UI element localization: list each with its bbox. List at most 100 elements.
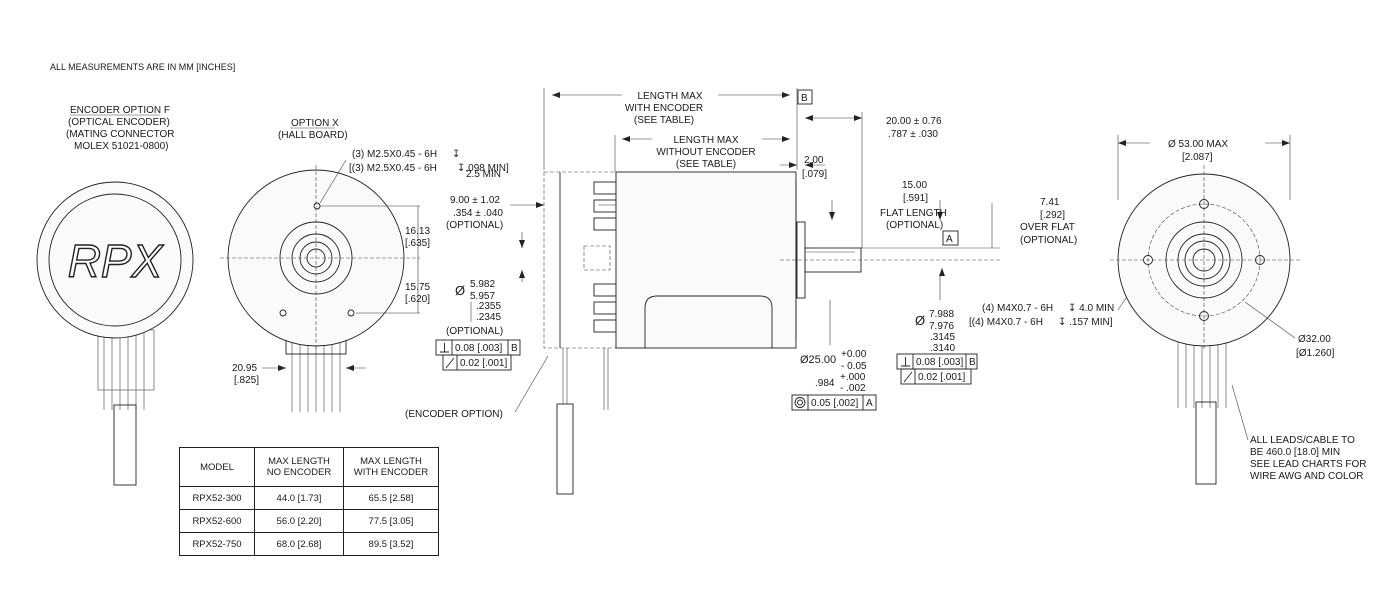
pilot-mm-1: 5.982 — [470, 279, 495, 290]
cell-no-encoder: 44.0 [1.73] — [254, 486, 344, 510]
bolt-circle-in: [Ø1.260] — [1296, 348, 1335, 359]
pilot-symbol: Ø — [455, 283, 465, 298]
flat-length-optional: (OPTIONAL) — [886, 220, 943, 231]
encoder-option-label: (ENCODER OPTION) — [405, 409, 503, 420]
dim-9-mm: 9.00 ± 1.02 — [450, 195, 500, 206]
length-noencoder-1: LENGTH MAX — [673, 135, 738, 146]
encoder-title: ENCODER OPTION F — [70, 105, 170, 116]
mount-thread-1: (4) M4X0.7 - 6H — [982, 303, 1053, 314]
shaft-runout-frame: 0.02 [.001] — [900, 368, 972, 385]
front-leads — [1177, 325, 1227, 485]
dim-20-in: .787 ± .030 — [888, 129, 938, 140]
over-flat-optional: (OPTIONAL) — [1020, 235, 1077, 246]
motor-body — [615, 171, 797, 349]
hall-thread-2: [(3) M2.5X0.45 - 6H — [349, 163, 437, 174]
hub-dia-in: .984 — [815, 378, 835, 389]
leads-note-4: WIRE AWG AND COLOR — [1250, 471, 1364, 482]
encoder-cable — [556, 403, 574, 495]
shaft-in-2: .3140 — [930, 343, 955, 354]
shaft-symbol: Ø — [915, 313, 925, 328]
hall-thread-1: (3) M2.5X0.45 - 6H — [352, 149, 437, 160]
datum-a-label: A — [946, 234, 953, 245]
rpx-logo: RPX — [68, 235, 165, 287]
shaft-mm-1: 7.988 — [929, 309, 954, 320]
length-encoder-3: (SEE TABLE) — [634, 115, 694, 126]
leads-note-3: SEE LEAD CHARTS FOR — [1250, 459, 1367, 470]
length-encoder-1: LENGTH MAX — [637, 91, 702, 102]
cell-model: RPX52-300 — [179, 486, 255, 510]
hub-concentricity-value: 0.05 [.002] — [811, 398, 858, 409]
hall-thread-2-symbol: ↧.098 MIN] — [457, 163, 509, 174]
datum-b-label: B — [801, 93, 808, 104]
front-cable — [1195, 401, 1217, 485]
encoder-line-2: (OPTICAL ENCODER) — [68, 117, 170, 128]
hall-dim-lead-in: [.825] — [234, 375, 259, 386]
shaft-perpendicularity-frame: 0.08 [.003] B — [896, 353, 978, 370]
encoder-leads — [97, 329, 155, 486]
mount-thread-2: [(4) M4X0.7 - 6H — [969, 317, 1043, 328]
cell-no-encoder: 56.0 [2.20] — [254, 509, 344, 533]
pilot-optional: (OPTIONAL) — [446, 326, 503, 337]
leads-note-1: ALL LEADS/CABLE TO — [1250, 435, 1355, 446]
front-view: Ø 53.00 MAX [2.087] Ø32.00 [Ø1.260] ALL — [1110, 135, 1367, 485]
pilot-runout-value: 0.02 [.001] — [460, 358, 507, 369]
pilot-in-1: .2355 — [476, 301, 501, 312]
front-dia-mm: Ø 53.00 MAX — [1168, 139, 1228, 150]
hall-thread-1-symbol: ↧ — [452, 149, 460, 160]
hall-dim-lead-mm: 20.95 — [232, 363, 257, 374]
measurement-note: ALL MEASUREMENTS ARE IN MM [INCHES] — [50, 62, 235, 72]
encoder-line-3: (MATING CONNECTOR — [66, 129, 175, 140]
over-flat-label: OVER FLAT — [1020, 222, 1075, 233]
dim-9-optional: (OPTIONAL) — [446, 220, 503, 231]
housing-fins — [593, 181, 617, 333]
hall-title: OPTION X — [291, 118, 339, 129]
pilot-perp-value: 0.08 [.003] — [455, 343, 502, 354]
mount-thread-1-depth: ↧ 4.0 MIN — [1068, 303, 1114, 314]
hall-dim-lower-in: [.620] — [405, 294, 430, 305]
pilot-in-2: .2345 — [476, 312, 501, 323]
pilot-perpendicularity-frame: 0.08 [.003] B — [435, 339, 521, 356]
dim-15-in: [.591] — [903, 193, 928, 204]
hub-tol-minus-in: - .002 — [840, 383, 866, 394]
encoder-housing — [36, 181, 194, 339]
dim-9-in: .354 ± .040 — [453, 208, 503, 219]
hub-tol-minus-mm: - 0.05 — [841, 361, 867, 372]
cell-with-encoder: 65.5 [2.58] — [343, 486, 439, 510]
dim-2-mm: 2.00 — [804, 155, 824, 166]
front-dia-in: [2.087] — [1182, 152, 1213, 163]
pilot-runout-frame: 0.02 [.001] — [442, 354, 512, 371]
hub-concentricity-datum: A — [866, 398, 873, 409]
shaft-in-1: .3145 — [930, 332, 955, 343]
dim-741-mm: 7.41 — [1040, 197, 1060, 208]
hub-tol-plus-in: +.000 — [840, 372, 866, 383]
cell-no-encoder: 68.0 [2.68] — [254, 532, 344, 556]
length-noencoder-2: WITHOUT ENCODER — [656, 147, 755, 158]
table-row: RPX52-600 56.0 [2.20] 77.5 [3.05] — [179, 509, 439, 533]
hall-thread-depth: 2.5 MIN — [466, 169, 501, 180]
side-view: B LENGTH MAX WITH ENCODER (SEE TABLE) LE… — [405, 88, 1149, 495]
hall-subtitle: (HALL BOARD) — [278, 130, 348, 141]
dim-741-in: [.292] — [1040, 210, 1065, 221]
hall-dim-lower-mm: 15.75 — [405, 282, 430, 293]
hall-board-view: OPTION X (HALL BOARD) (3) M2.5X0.45 - 6H… — [220, 118, 509, 412]
dim-2-in: [.079] — [802, 169, 827, 180]
shaft-perp-value: 0.08 [.003] — [916, 357, 963, 368]
encoder-housing-outline — [543, 171, 617, 349]
pilot-perp-datum: B — [511, 343, 518, 354]
dim-20-mm: 20.00 ± 0.76 — [886, 116, 942, 127]
leads-note-2: BE 460.0 [18.0] MIN — [1250, 447, 1340, 458]
table-row: RPX52-750 68.0 [2.68] 89.5 [3.52] — [179, 532, 439, 556]
hall-dim-upper-in: [.635] — [405, 238, 430, 249]
shaft-mm-2: 7.976 — [929, 321, 954, 332]
encoder-option-view: ENCODER OPTION F (OPTICAL ENCODER) (MATI… — [36, 105, 194, 486]
shaft-perp-datum: B — [969, 357, 976, 368]
cell-model: RPX52-750 — [179, 532, 255, 556]
cell-with-encoder: 77.5 [3.05] — [343, 509, 439, 533]
flat-length-label: FLAT LENGTH — [880, 208, 947, 219]
mount-thread-2-depth: ↧ .157 MIN] — [1058, 317, 1113, 328]
